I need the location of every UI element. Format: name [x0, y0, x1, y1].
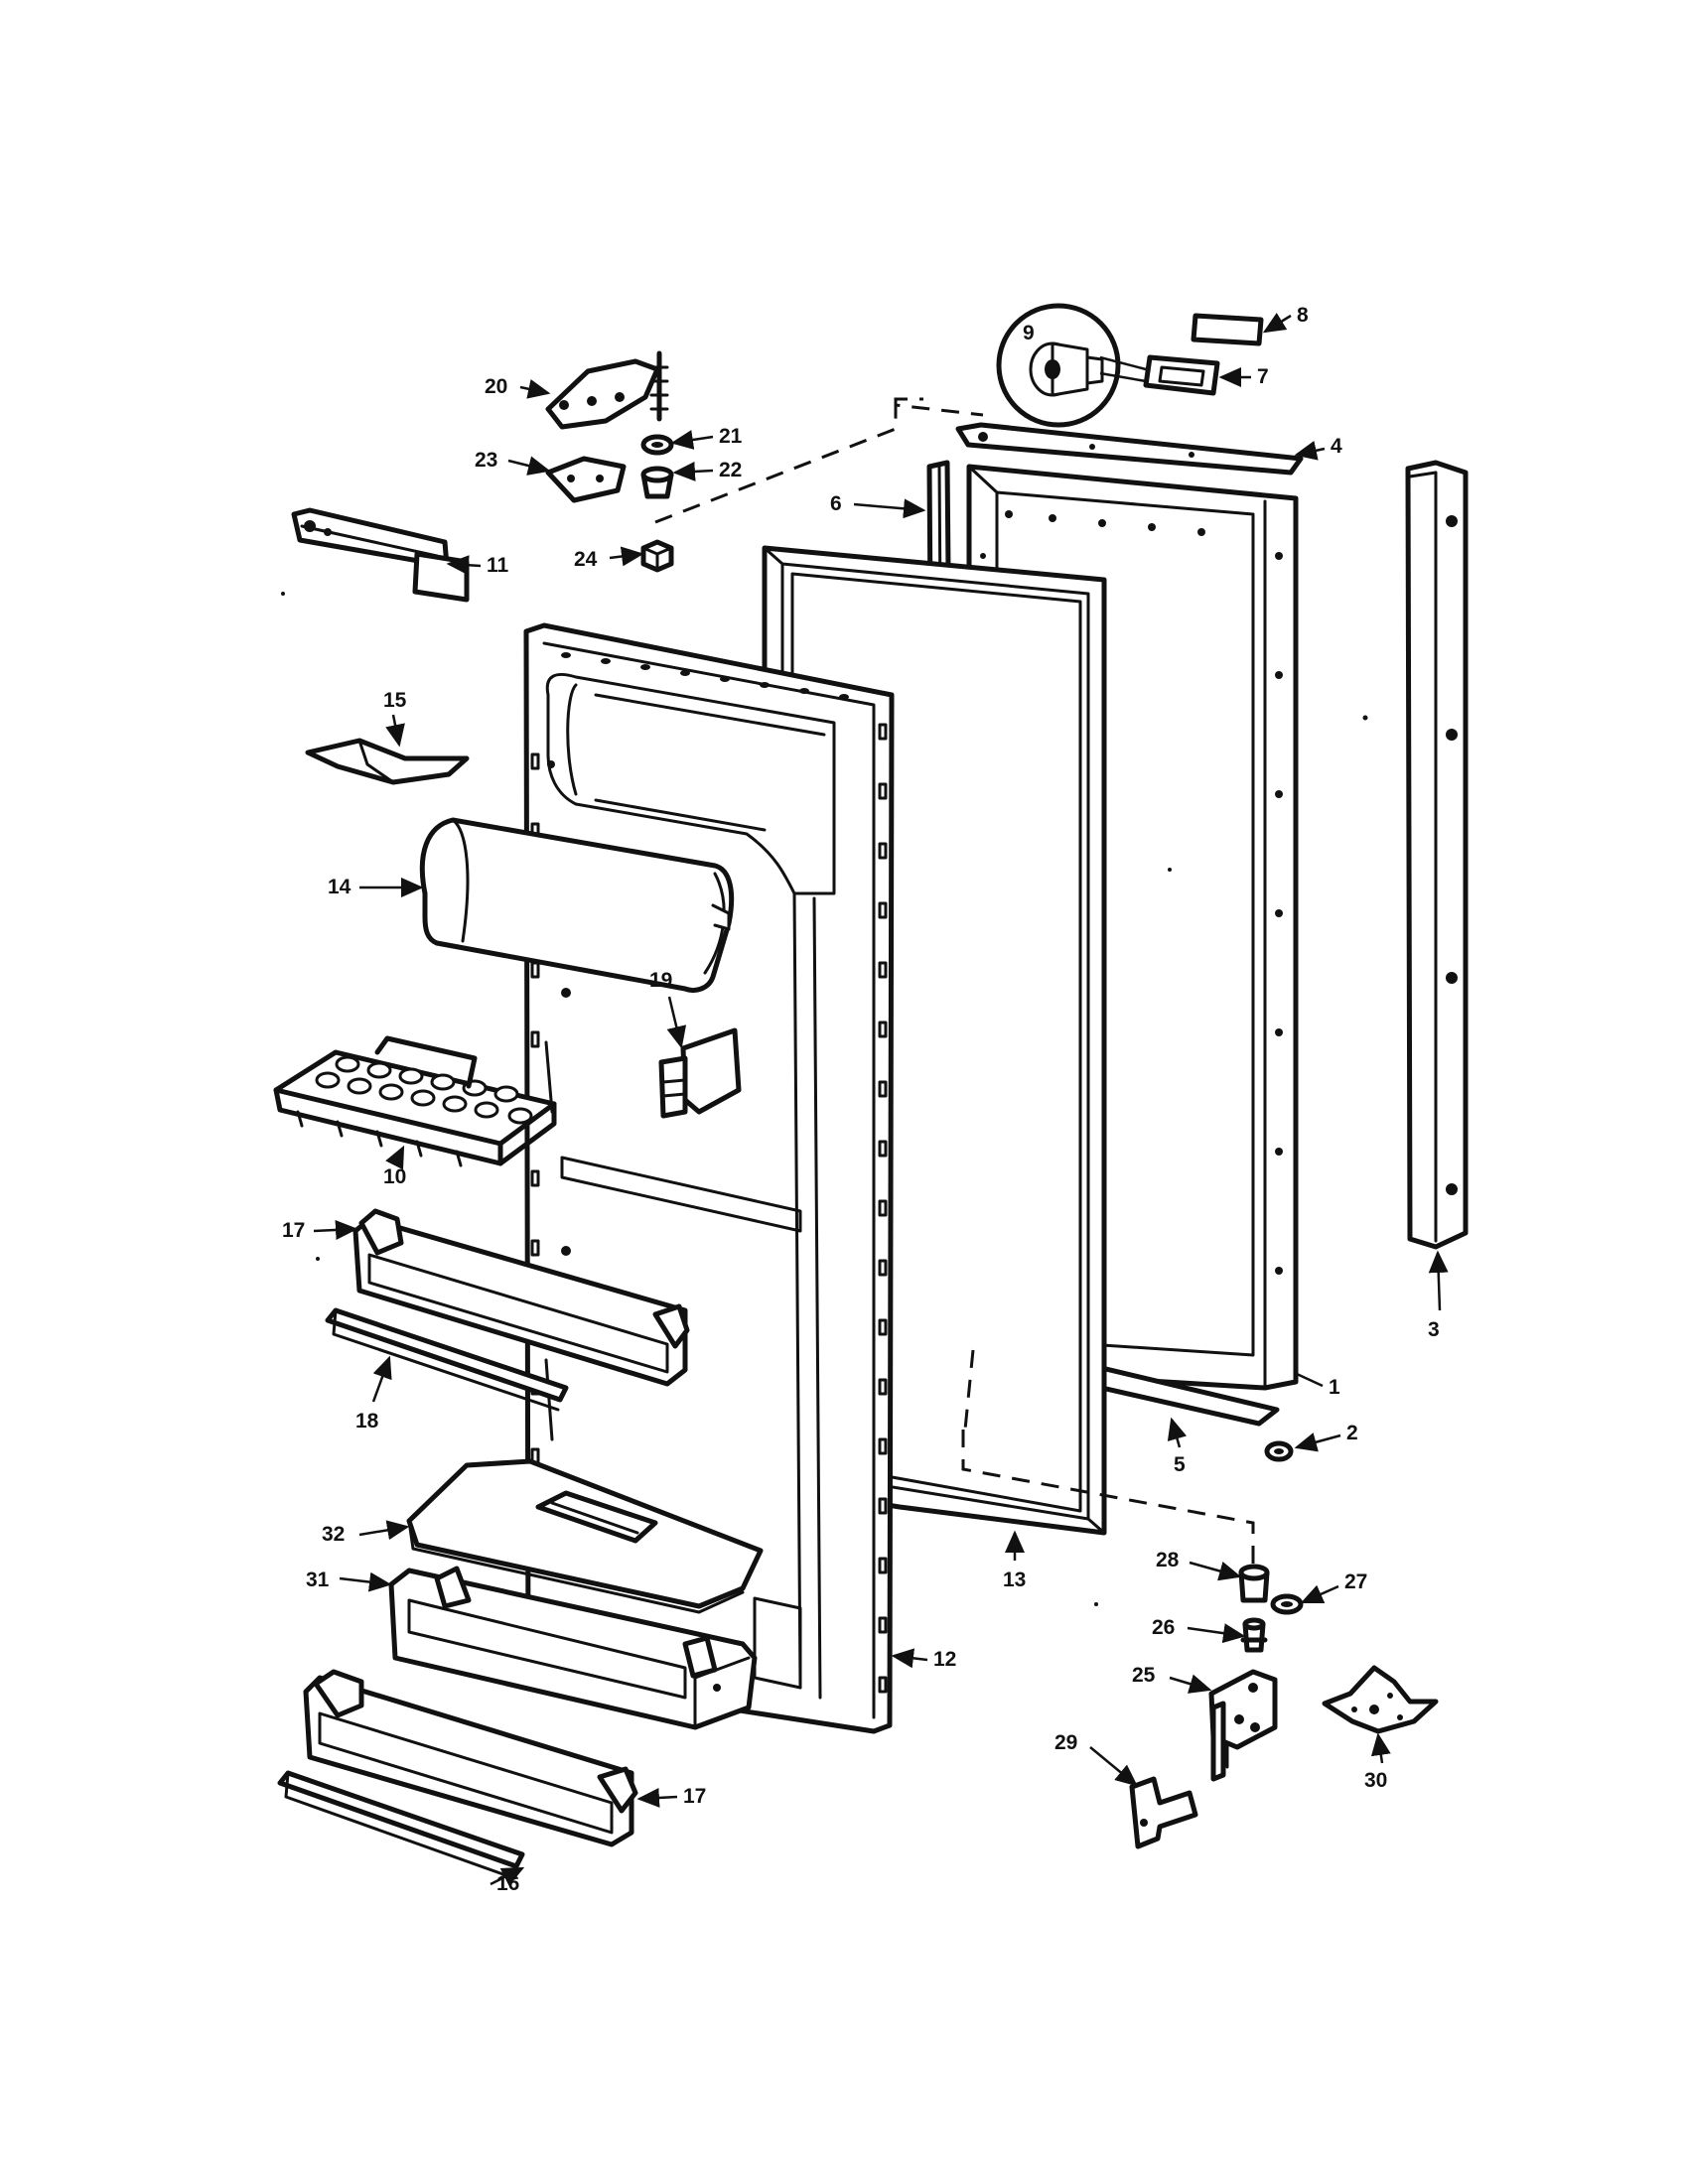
part-17-door-shelf-upper	[352, 1208, 690, 1387]
callout-14: 14	[328, 876, 351, 898]
part-18-shelf-trim	[325, 1307, 569, 1412]
callout-26: 26	[1152, 1616, 1175, 1639]
part-10-egg-tray	[273, 1035, 557, 1167]
part-29-shim-bracket	[1129, 1776, 1198, 1849]
callout-25: 25	[1132, 1664, 1156, 1687]
part-19-bracket	[658, 1027, 742, 1119]
callout-13: 13	[1003, 1569, 1026, 1591]
callout-9: 9	[1023, 322, 1035, 344]
leader-lines	[313, 313, 1449, 1886]
scan-specks	[281, 592, 1368, 1606]
part-16-shelf-trim	[277, 1770, 525, 1880]
part-28-plug	[1238, 1564, 1270, 1603]
part-32-bin-cover	[406, 1458, 764, 1614]
part-2-nut	[1264, 1440, 1294, 1462]
callout-12: 12	[933, 1648, 956, 1671]
part-3-strip	[1405, 460, 1469, 1250]
part-26-hinge-pin	[1240, 1617, 1268, 1653]
callout-8: 8	[1297, 304, 1309, 327]
part-8-nameplate	[1191, 313, 1264, 346]
callout-2: 2	[1346, 1422, 1358, 1444]
callout-28: 28	[1156, 1549, 1180, 1571]
callout-3: 3	[1428, 1318, 1440, 1341]
callout-16: 16	[496, 1872, 519, 1895]
part-11-handle	[291, 507, 470, 603]
callout-6: 6	[830, 492, 842, 515]
callout-32: 32	[322, 1523, 345, 1546]
part-14-dairy-cover	[419, 817, 735, 993]
callout-20: 20	[485, 375, 507, 398]
callout-4: 4	[1331, 435, 1342, 458]
part-23-shim	[545, 456, 627, 503]
part-25-bottom-hinge	[1208, 1669, 1278, 1782]
callout-31: 31	[306, 1569, 330, 1591]
callout-17-lower: 17	[683, 1785, 706, 1808]
callout-7: 7	[1257, 365, 1269, 388]
callout-27: 27	[1344, 1570, 1367, 1593]
callout-19: 19	[649, 969, 672, 992]
callout-30: 30	[1364, 1769, 1387, 1792]
callout-23: 23	[475, 449, 497, 472]
part-17-door-shelf-lower	[303, 1669, 638, 1847]
part-20-hinge	[545, 350, 669, 430]
callout-24: 24	[574, 548, 598, 571]
callout-21: 21	[719, 425, 743, 448]
part-21-washer	[640, 434, 674, 456]
part-7-bezel	[1143, 354, 1220, 396]
callout-1: 1	[1329, 1376, 1340, 1399]
callout-10: 10	[383, 1165, 406, 1188]
callout-5: 5	[1174, 1453, 1186, 1476]
callout-18: 18	[355, 1410, 379, 1433]
part-4-top-channel	[955, 422, 1304, 476]
callout-29: 29	[1054, 1731, 1077, 1754]
part-31-bin	[388, 1566, 758, 1730]
callout-17-upper: 17	[282, 1219, 305, 1242]
callout-labels: 1 2 3 4 5 6 7 8 9 10 11 12 13 14 15 16 1…	[282, 304, 1440, 1895]
assembly-dash-lines	[654, 397, 1255, 1569]
callout-22: 22	[719, 459, 742, 481]
part-15-tray	[305, 738, 470, 785]
callout-15: 15	[383, 689, 407, 712]
part-22-bushing	[640, 466, 674, 499]
part-9-control-knob	[996, 303, 1121, 428]
part-27-washer	[1270, 1593, 1304, 1615]
callout-11: 11	[487, 554, 509, 577]
part-30-hinge-plate	[1322, 1665, 1439, 1734]
part-24-plug	[640, 539, 674, 573]
